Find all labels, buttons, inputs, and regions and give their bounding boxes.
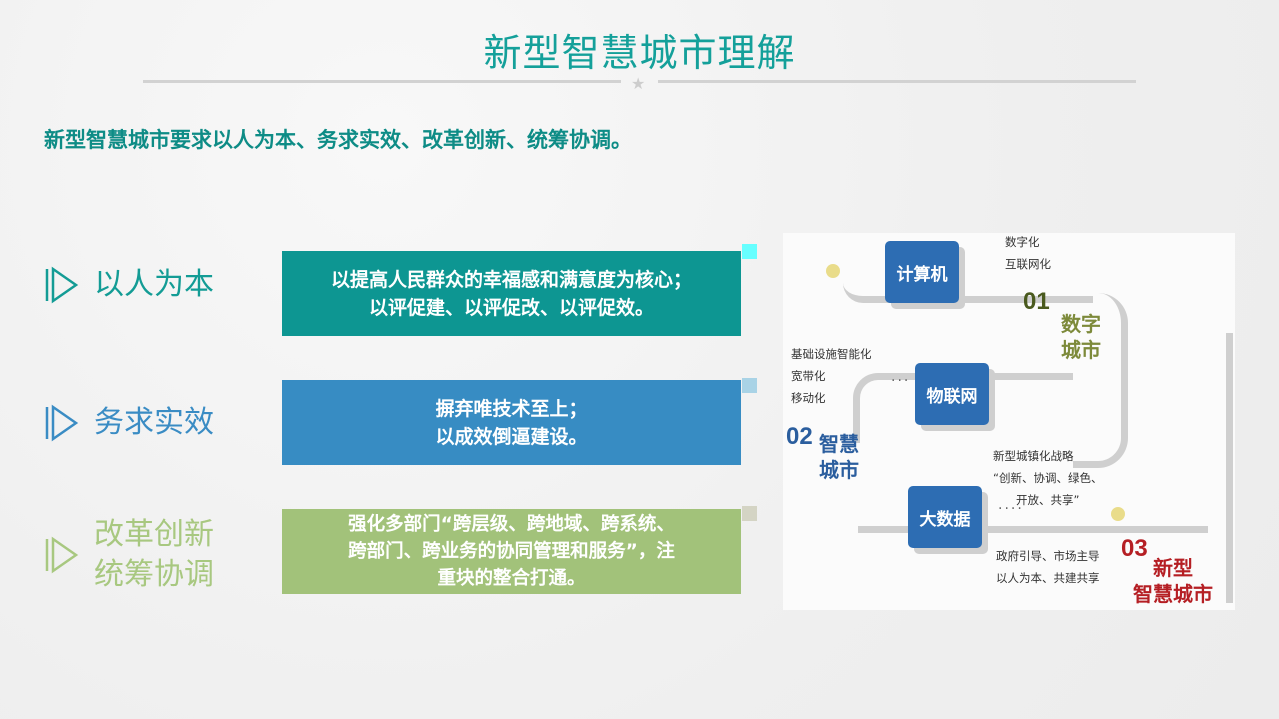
row-label-text: 改革创新 <box>94 517 214 552</box>
page-title: 新型智慧城市理解 <box>483 31 796 75</box>
play-icon <box>45 536 79 574</box>
corner-square <box>742 378 757 393</box>
row-label-people-oriented: 以人为本 <box>44 265 214 305</box>
row-label-reform-coordination: 改革创新 统筹协调 <box>44 515 214 595</box>
node-big-data: 大数据 <box>908 486 982 548</box>
stage-number-02: 02 <box>786 423 813 450</box>
node-iot: 物联网 <box>915 363 989 425</box>
corner-square <box>742 506 757 521</box>
connector-pipe <box>1073 293 1128 468</box>
notes-principles: 政府引导、市场主导 以人为本、共建共享 <box>996 549 1100 585</box>
connector-pipe <box>843 273 1093 303</box>
play-icon <box>45 404 79 442</box>
stage-number-03: 03 <box>1121 535 1148 562</box>
box-line: 以提高人民群众的幸福感和满意度为核心； <box>330 268 692 291</box>
title-divider-right <box>658 80 1136 83</box>
box-line: 重块的整合打通。 <box>437 568 586 589</box>
box-people-oriented: 以提高人民群众的幸福感和满意度为核心； 以评促建、以评促改、以评促效。 <box>282 251 741 336</box>
stage-label-smart-city: 智慧 城市 <box>819 432 859 482</box>
row-label-text: 以人为本 <box>94 267 214 302</box>
subtitle: 新型智慧城市要求以人为本、务求实效、改革创新、统筹协调。 <box>44 128 632 152</box>
box-line: 摒弃唯技术至上； <box>435 397 588 420</box>
title-divider-left <box>143 80 621 83</box>
box-line: 以评促建、以评促改、以评促效。 <box>368 296 654 319</box>
end-dot <box>1111 507 1125 521</box>
connector-pipe <box>858 503 1208 533</box>
box-reform-coordination: 强化多部门“跨层级、跨地域、跨系统、 跨部门、跨业务的协同管理和服务”，注 重块… <box>282 509 741 594</box>
node-computer: 计算机 <box>885 241 959 303</box>
box-line: 强化多部门“跨层级、跨地域、跨系统、 <box>348 514 675 535</box>
dots: ··· <box>891 373 911 389</box>
notes-big-data: 新型城镇化战略 “创新、协调、绿色、 开放、共享” <box>993 449 1103 507</box>
box-line: 跨部门、跨业务的协同管理和服务”，注 <box>348 541 675 562</box>
notes-iot: 基础设施智能化 宽带化 移动化 <box>791 347 872 405</box>
row-label-text: 统筹协调 <box>94 557 214 592</box>
stage-number-01: 01 <box>1023 288 1050 315</box>
notes-computer: 数字化 互联网化 <box>1005 235 1051 271</box>
dots: ···· <box>998 501 1024 517</box>
connector-pipe <box>1223 333 1233 603</box>
stage-label-digital-city: 数字 城市 <box>1061 312 1101 362</box>
corner-square <box>742 244 757 259</box>
stage-label-new-smart-city: 新型 智慧城市 <box>1133 556 1213 606</box>
smart-city-evolution-diagram: 计算机 物联网 大数据 ··· ···· 数字化 互联网化 基础设施智能化 宽带… <box>783 233 1235 610</box>
row-label-effectiveness: 务求实效 <box>44 403 214 443</box>
star-icon: ★ <box>631 74 646 93</box>
start-dot <box>826 264 840 278</box>
row-label-text: 务求实效 <box>94 405 214 440</box>
play-icon <box>45 266 79 304</box>
box-line: 以成效倒逼建设。 <box>435 425 588 448</box>
box-effectiveness: 摒弃唯技术至上； 以成效倒逼建设。 <box>282 380 741 465</box>
